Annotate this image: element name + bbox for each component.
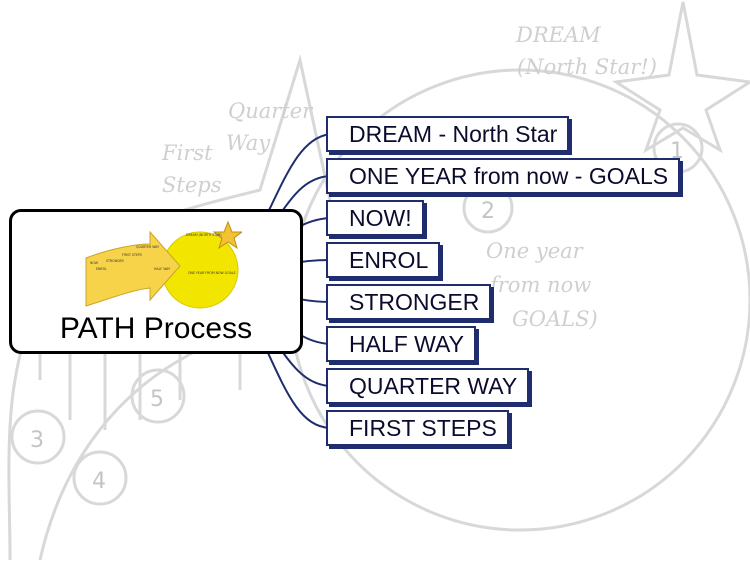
branch-half-way[interactable]: HALF WAY bbox=[326, 326, 477, 362]
branch-quarter-way[interactable]: QUARTER WAY bbox=[326, 368, 530, 404]
step-number-2: 2 bbox=[481, 199, 495, 224]
branch-first-steps[interactable]: FIRST STEPS bbox=[326, 410, 509, 446]
goals-label: GOALS) bbox=[512, 307, 598, 331]
thumbnail-star bbox=[212, 220, 242, 250]
thumbnail-label-half: HALF WAY bbox=[154, 267, 170, 271]
thumbnail-label-quarter: QUARTER WAY bbox=[136, 245, 159, 249]
steps-label: Steps bbox=[162, 173, 222, 197]
first-label: First bbox=[161, 141, 213, 165]
thumbnail-label-goals: ONE YEAR FROM NOW GOALS bbox=[188, 271, 236, 275]
north-star-label: (North Star!) bbox=[517, 55, 657, 79]
step-number-1: 1 bbox=[670, 139, 684, 164]
branch-dream-north-star[interactable]: DREAM - North Star bbox=[326, 116, 570, 152]
thumbnail-label-now: NOW bbox=[90, 261, 99, 265]
north-star-outline bbox=[611, 1, 750, 154]
dream-label: DREAM bbox=[515, 23, 601, 47]
central-topic[interactable]: DREAM (NORTH STAR) ONE YEAR FROM NOW GOA… bbox=[9, 209, 303, 354]
from-now-label: from now bbox=[488, 273, 591, 297]
step-circle-3 bbox=[10, 409, 66, 465]
branch-enrol[interactable]: ENROL bbox=[326, 242, 441, 278]
one-year-label: One year bbox=[486, 239, 585, 263]
path-thumbnail: DREAM (NORTH STAR) ONE YEAR FROM NOW GOA… bbox=[85, 220, 242, 309]
thumbnail-label-enrol: ENROL bbox=[96, 267, 107, 271]
branch-now[interactable]: NOW! bbox=[326, 200, 424, 236]
step-number-4: 4 bbox=[92, 469, 106, 494]
central-topic-title: PATH Process bbox=[59, 312, 253, 345]
way-label: Way bbox=[226, 131, 271, 155]
branch-stronger[interactable]: STRONGER bbox=[326, 284, 492, 320]
branch-one-year-goals[interactable]: ONE YEAR from now - GOALS bbox=[326, 158, 681, 194]
step-number-5: 5 bbox=[150, 387, 164, 412]
step-circle-4 bbox=[72, 450, 128, 506]
step-number-3: 3 bbox=[30, 428, 44, 453]
quarter-label: Quarter bbox=[228, 99, 314, 123]
thumbnail-label-dream: DREAM (NORTH STAR) bbox=[186, 233, 221, 237]
thumbnail-path-arrow bbox=[85, 230, 181, 307]
step-circle-5 bbox=[130, 368, 186, 424]
thumbnail-label-stronger: STRONGER bbox=[106, 259, 125, 263]
thumbnail-label-first: FIRST STEPS bbox=[122, 253, 142, 257]
